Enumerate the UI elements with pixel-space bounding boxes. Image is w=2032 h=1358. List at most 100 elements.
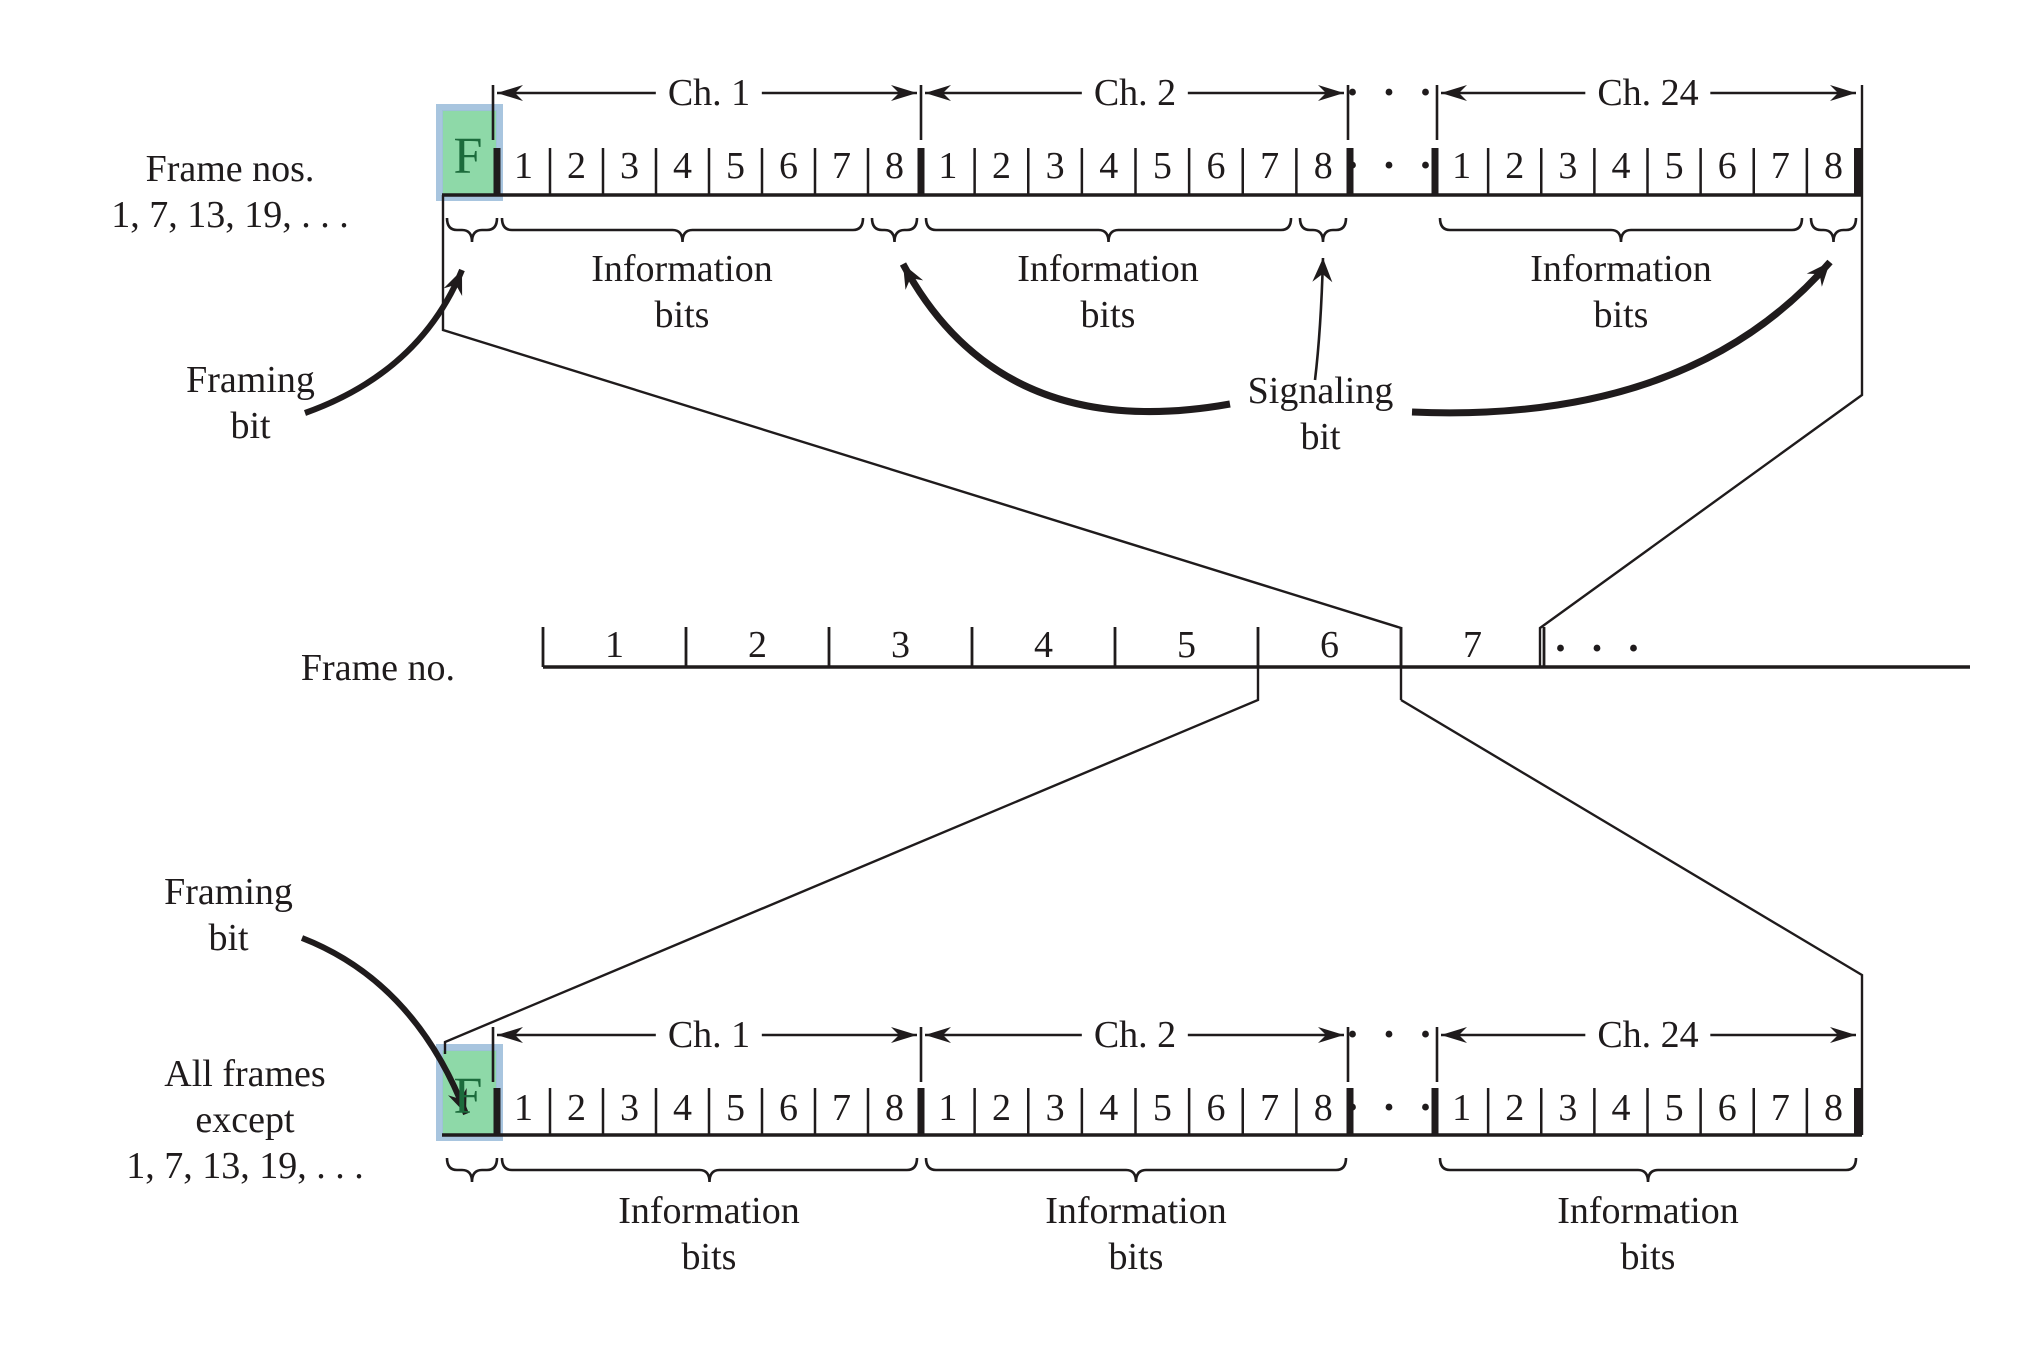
channel-label: Ch. 1 xyxy=(655,1013,763,1057)
bit-number: 8 xyxy=(1823,1087,1843,1129)
frame-number: 6 xyxy=(1320,624,1339,666)
information-line2: bits xyxy=(1080,294,1136,336)
all-frames-label: All frames except 1, 7, 13, 19, . . . xyxy=(120,1051,370,1189)
bit-number: 8 xyxy=(1313,1087,1333,1129)
frame-nos-line1: Frame nos. xyxy=(145,148,315,190)
bit-number: 6 xyxy=(779,1087,798,1129)
frame-number: 1 xyxy=(605,624,624,666)
arrowhead-left xyxy=(1441,1027,1467,1043)
arrowhead-right xyxy=(891,85,917,101)
bit-number: 2 xyxy=(991,1087,1011,1129)
arrowhead-left xyxy=(497,1027,523,1043)
annotation-arrows xyxy=(300,257,1833,1116)
bit-number: 3 xyxy=(620,145,639,187)
signaling-bit-arrow-ch24 xyxy=(1411,259,1833,417)
group-brace xyxy=(1438,1157,1858,1183)
bit-number: 3 xyxy=(620,1087,639,1129)
group-brace xyxy=(500,1157,919,1183)
bit-number: 2 xyxy=(567,1087,586,1129)
frame-no-text: Frame no. xyxy=(300,647,455,689)
arrowhead-left xyxy=(925,1027,951,1043)
frame-nos-label: Frame nos. 1, 7, 13, 19, . . . xyxy=(105,146,355,238)
frame-number: 7 xyxy=(1463,624,1482,666)
information-line1: Information xyxy=(1530,248,1712,290)
bit-number: 8 xyxy=(1823,145,1843,187)
signaling-bit-arrow-ch1 xyxy=(899,262,1231,416)
bit-number: 1 xyxy=(938,145,958,187)
frame-number: 5 xyxy=(1177,624,1196,666)
bit-number: 6 xyxy=(1206,145,1226,187)
group-brace xyxy=(500,217,865,243)
group-brace xyxy=(870,217,919,243)
arrowhead-left xyxy=(1441,85,1467,101)
frame-number: 3 xyxy=(891,624,910,666)
information-line1: Information xyxy=(1557,1190,1739,1232)
framing-bit-arrow-top xyxy=(303,268,465,416)
bit-number: 2 xyxy=(567,145,586,187)
signaling-bit-line2: bit xyxy=(1300,416,1341,458)
ellipsis-dots: · · · xyxy=(1345,1085,1439,1131)
bit-number: 2 xyxy=(1505,145,1525,187)
bit-number: 6 xyxy=(1717,145,1737,187)
bit-number: 6 xyxy=(1717,1087,1737,1129)
frame-number: 2 xyxy=(748,624,767,666)
bit-number: 3 xyxy=(1045,1087,1065,1129)
signaling-bit-arrow-ch2 xyxy=(1312,257,1333,381)
arrowhead-right xyxy=(1318,1027,1344,1043)
information-line2: bits xyxy=(1593,294,1649,336)
bit-number: 6 xyxy=(779,145,798,187)
channel-label: Ch. 24 xyxy=(1585,71,1711,115)
bit-number: 7 xyxy=(1260,145,1280,187)
bit-number: 4 xyxy=(1611,145,1631,187)
ellipsis-dots: · · · xyxy=(1553,626,1647,672)
bit-number: 5 xyxy=(726,145,745,187)
bit-number: 1 xyxy=(938,1087,958,1129)
signaling-bit-line1: Signaling xyxy=(1247,370,1394,412)
information-line1: Information xyxy=(1017,248,1199,290)
frame-no-label: Frame no. xyxy=(265,645,455,691)
bit-number: 7 xyxy=(1260,1087,1280,1129)
framing-bit-line2: bit xyxy=(230,405,271,447)
channel-label: Ch. 2 xyxy=(1081,1013,1189,1057)
arrowhead-left xyxy=(925,85,951,101)
information-line1: Information xyxy=(591,248,773,290)
bit-number: 3 xyxy=(1558,145,1578,187)
bit-number: 4 xyxy=(673,1087,692,1129)
framing-bit-line1: Framing xyxy=(186,359,315,401)
bit-number: 1 xyxy=(1452,145,1472,187)
all-frames-line2: except xyxy=(195,1099,295,1141)
bit-number: 3 xyxy=(1045,145,1065,187)
information-line2: bits xyxy=(1108,1236,1164,1278)
signaling-bit-label: Signaling bit xyxy=(1218,368,1423,460)
bit-number: 7 xyxy=(832,145,851,187)
information-line2: bits xyxy=(681,1236,737,1278)
bit-number: 1 xyxy=(1452,1087,1472,1129)
bit-number: 4 xyxy=(1099,1087,1119,1129)
frame-number: 4 xyxy=(1034,624,1053,666)
generated-row-lines xyxy=(445,85,1861,1183)
group-brace xyxy=(1298,217,1348,243)
framing-bit-cell-top xyxy=(436,104,503,201)
all-frames-line1: All frames xyxy=(164,1053,326,1095)
bit-number: 5 xyxy=(1664,145,1684,187)
bit-number: 4 xyxy=(1099,145,1119,187)
bit-number: 5 xyxy=(1664,1087,1684,1129)
all-frames-line3: 1, 7, 13, 19, . . . xyxy=(126,1145,364,1187)
framing-bit-label-top: Framing bit xyxy=(148,357,353,449)
frame-nos-line2: 1, 7, 13, 19, . . . xyxy=(111,194,349,236)
group-brace xyxy=(1438,217,1804,243)
bit-number: 5 xyxy=(1152,145,1172,187)
information-line2: bits xyxy=(654,294,710,336)
information-line1: Information xyxy=(618,1190,800,1232)
group-brace xyxy=(445,1157,499,1183)
bit-number: 4 xyxy=(1611,1087,1631,1129)
ellipsis-dots: · · · xyxy=(1345,70,1439,116)
arrowhead-right xyxy=(1830,1027,1856,1043)
arrowhead-right xyxy=(1830,85,1856,101)
arrowhead-left xyxy=(497,85,523,101)
